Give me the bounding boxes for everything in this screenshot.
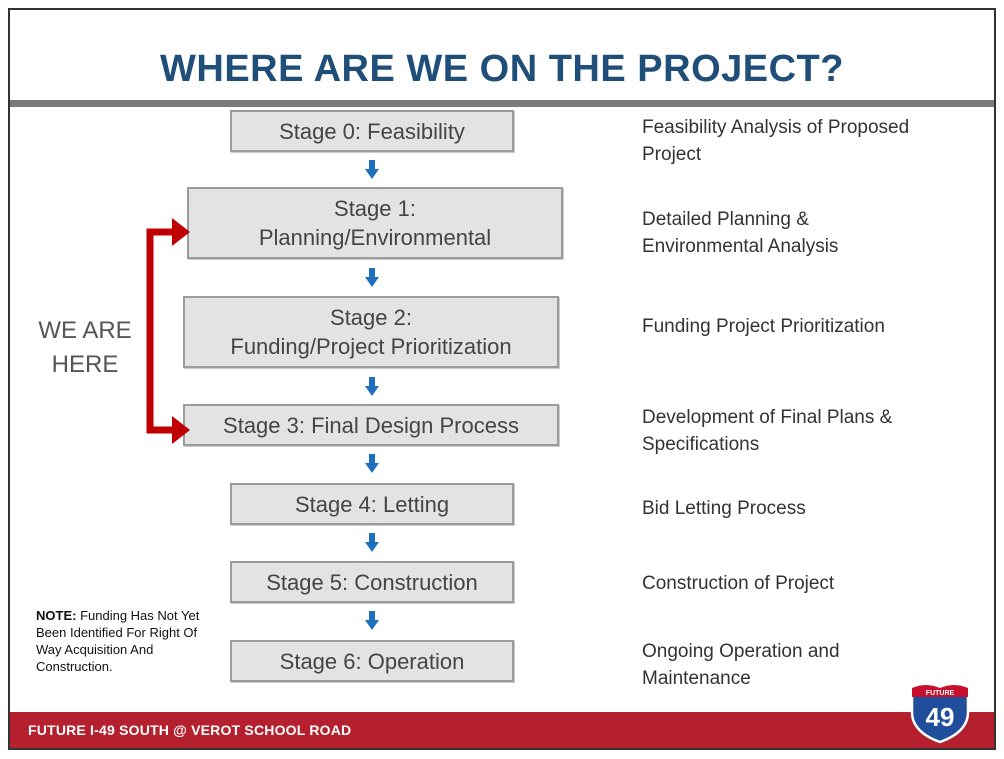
stage-box-6: Stage 6: Operation (230, 640, 514, 682)
stage-box-5: Stage 5: Construction (230, 561, 514, 603)
stage-description-5: Construction of Project (642, 573, 835, 594)
footer-bar: FUTURE I-49 SOUTH @ VEROT SCHOOL ROAD (10, 712, 994, 748)
interstate-shield-icon: FUTURE 49 (910, 683, 970, 744)
stage-box-1: Stage 1: Planning/Environmental (187, 187, 563, 259)
note-text: Funding Has Not Yet Been Identified For … (36, 608, 200, 674)
red-bracket-arrow-icon (146, 218, 190, 444)
stage-description-1: Detailed Planning & Environmental Analys… (642, 209, 839, 257)
page-title: WHERE ARE WE ON THE PROJECT? (160, 48, 844, 90)
down-arrow-icon (365, 611, 379, 630)
down-arrow-icon (365, 268, 379, 287)
stage-box-2: Stage 2: Funding/Project Prioritization (183, 296, 559, 368)
stage-box-3: Stage 3: Final Design Process (183, 404, 559, 446)
shield-number: 49 (926, 702, 955, 732)
stage-box-0: Stage 0: Feasibility (230, 110, 514, 152)
slide: WHERE ARE WE ON THE PROJECT? Stage 0: Fe… (8, 8, 996, 750)
stage-description-0: Feasibility Analysis of Proposed Project (642, 117, 910, 165)
stage-description-6: Ongoing Operation and Maintenance (642, 641, 840, 689)
stage-description-3: Development of Final Plans & Specificati… (642, 407, 893, 455)
stage-box-4: Stage 4: Letting (230, 483, 514, 525)
stage-description-2: Funding Project Prioritization (642, 316, 885, 337)
down-arrow-icon (365, 377, 379, 396)
note-label: NOTE: (36, 608, 77, 623)
shield-top-text: FUTURE (926, 690, 955, 697)
stage-description-4: Bid Letting Process (642, 498, 806, 519)
down-arrow-icon (365, 533, 379, 552)
down-arrow-icon (365, 160, 379, 179)
we-are-here-label: WE ARE HERE (38, 317, 132, 378)
funding-note: NOTE: Funding Has Not Yet Been Identifie… (36, 607, 216, 675)
footer-text: FUTURE I-49 SOUTH @ VEROT SCHOOL ROAD (28, 722, 352, 738)
title-divider (10, 100, 994, 107)
down-arrow-icon (365, 454, 379, 473)
